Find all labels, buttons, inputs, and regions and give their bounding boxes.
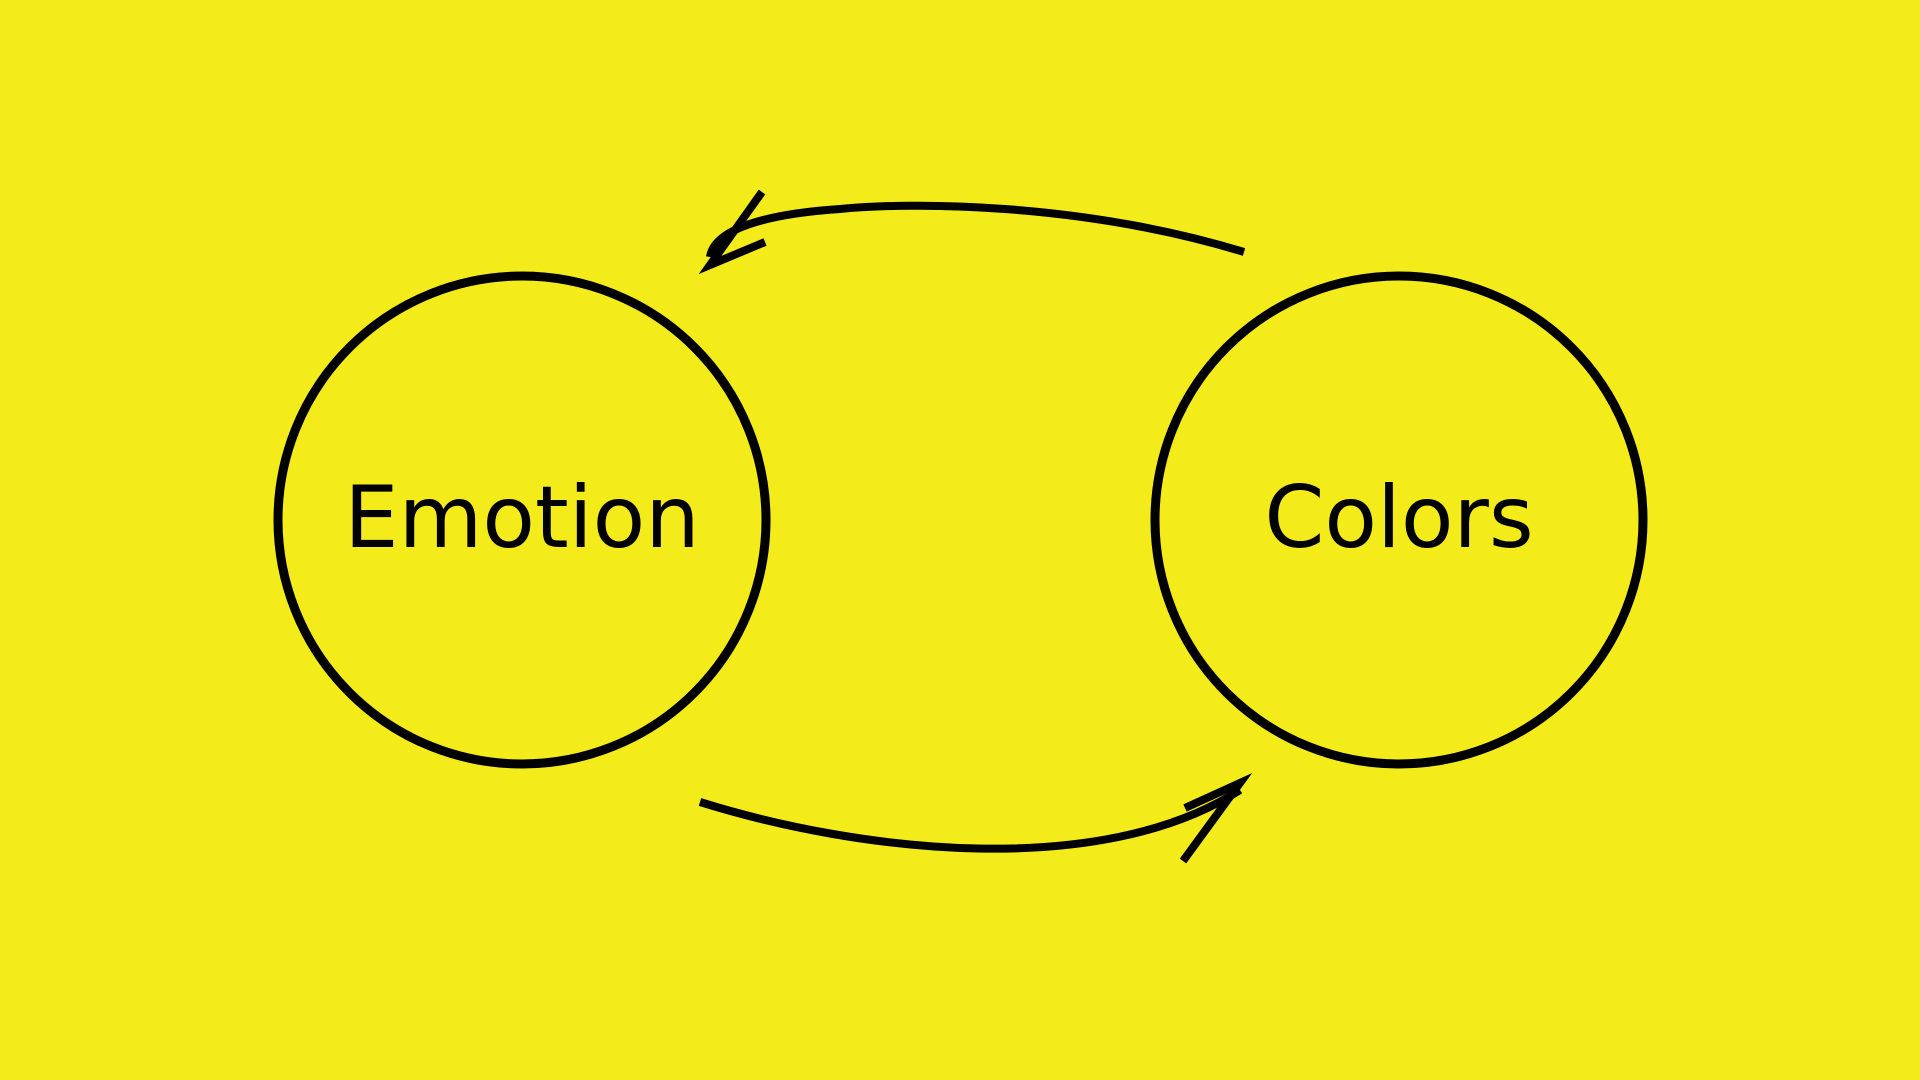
node-colors-circle — [1150, 271, 1648, 769]
arrow-colors-to-emotion-line — [706, 201, 1246, 259]
node-colors-label: Colors — [1264, 468, 1533, 568]
node-emotion-circle — [273, 271, 771, 769]
node-colors: Colors — [1150, 271, 1648, 769]
node-emotion-label: Emotion — [344, 468, 699, 568]
arrow-emotion-to-colors-line — [698, 786, 1243, 853]
node-emotion: Emotion — [273, 271, 771, 769]
arrow-emotion-to-colors — [698, 773, 1253, 864]
arrow-emotion-to-colors-head — [1179, 773, 1253, 864]
arrow-colors-to-emotion — [698, 189, 1246, 275]
arrow-colors-to-emotion-head — [698, 189, 767, 275]
